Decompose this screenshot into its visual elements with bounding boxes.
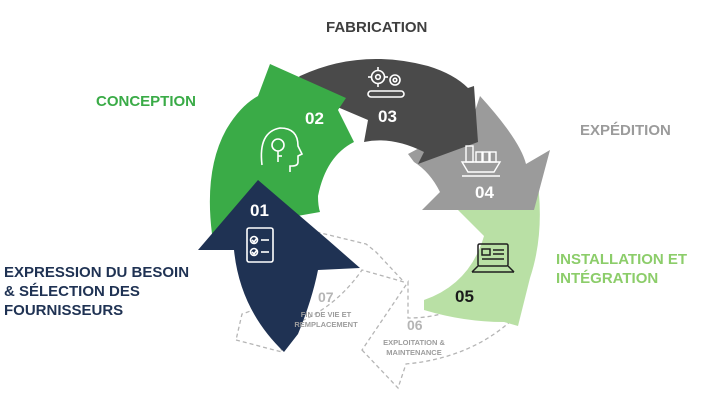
label-expression-line1: EXPRESSION DU BESOIN [4, 264, 190, 281]
step-01-number: 01 [250, 201, 269, 220]
cargo-ship-icon [460, 145, 502, 177]
segment-04-arrow [408, 96, 550, 210]
step-07-number: 07 [318, 289, 334, 305]
label-installation-line2: INTÉGRATION [556, 270, 659, 287]
step-06-number: 06 [407, 317, 423, 333]
laptop-icon [471, 243, 515, 273]
label-expression-line2: & SÉLECTION DES [4, 283, 140, 300]
checklist-document-icon [246, 227, 274, 263]
step-05-number: 05 [455, 287, 474, 306]
segment-03-arrow [288, 58, 478, 164]
label-conception: CONCEPTION [96, 93, 197, 110]
label-installation-line1: INSTALLATION ET [556, 251, 688, 268]
label-installation: INSTALLATION ET INTÉGRATION [556, 250, 687, 288]
label-expedition: EXPÉDITION [580, 122, 671, 139]
segment-01-arrow [198, 180, 360, 352]
gears-conveyor-icon [367, 67, 405, 98]
step-06-caption-line1: EXPLOITATION & [383, 338, 445, 347]
label-fabrication: FABRICATION [326, 19, 428, 36]
head-idea-icon [260, 127, 304, 172]
step-06-caption-line2: MAINTENANCE [386, 348, 441, 357]
step-07-caption-line2: REMPLACEMENT [294, 320, 358, 329]
label-expression: EXPRESSION DU BESOIN & SÉLECTION DES FOU… [4, 263, 189, 320]
label-expression-line3: FOURNISSEURS [4, 302, 124, 319]
step-02-number: 02 [305, 109, 324, 128]
step-04-number: 04 [475, 183, 494, 202]
step-07-caption-line1: FIN DE VIE ET [301, 310, 352, 319]
step-03-number: 03 [378, 107, 397, 126]
